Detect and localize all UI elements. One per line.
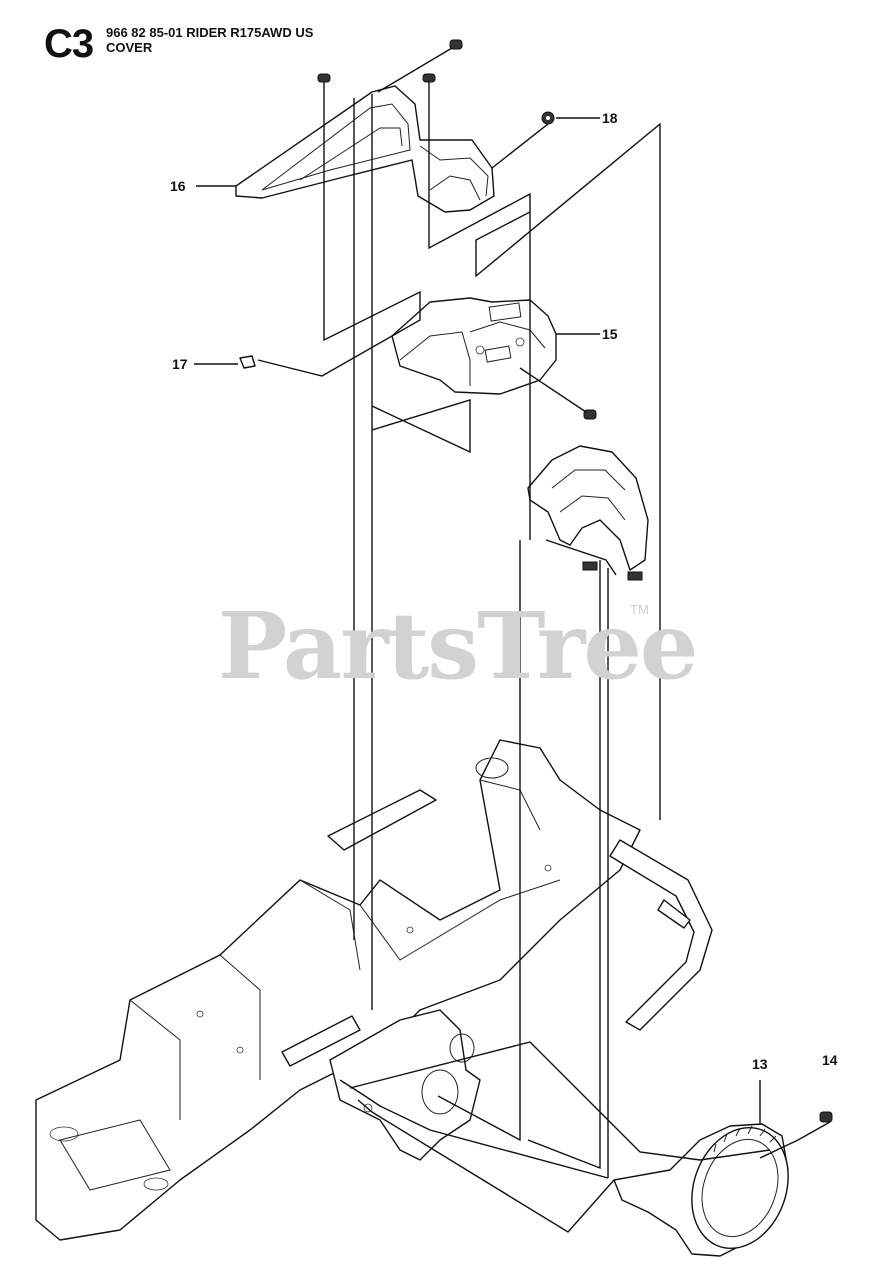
callout-18[interactable]: 18 [602,110,618,126]
clip-icon [239,355,256,369]
nut-icon [819,1111,833,1123]
callout-13[interactable]: 13 [752,1056,768,1072]
bolt-icon [422,73,436,176]
frame-assembly [35,739,641,1241]
reference-lines [194,94,831,1233]
callout-15[interactable]: 15 [602,326,618,342]
bolt-icon [377,39,463,93]
part-16-upper-cover [235,85,495,213]
page-code: C3 [44,22,94,66]
watermark: PartsTree [218,592,698,700]
callout-14[interactable]: 14 [822,1052,838,1068]
washer-icon [541,111,555,125]
steering-pivot [281,1009,481,1161]
bolt-icon [519,367,597,420]
part-15-lower-cover [391,297,557,395]
part-13-wheel-cover [613,1123,789,1257]
tube-rail [327,789,713,1031]
callout-17[interactable]: 17 [172,356,188,372]
model-line: 966 82 85-01 RIDER R175AWD US [106,25,314,40]
page-header: 966 82 85-01 RIDER R175AWD US COVER [106,25,313,55]
callout-16[interactable]: 16 [170,178,186,194]
section-title: COVER [106,40,153,55]
trademark-symbol: TM [630,602,649,617]
bolt-icon [317,73,331,168]
shield-bracket [527,445,649,581]
